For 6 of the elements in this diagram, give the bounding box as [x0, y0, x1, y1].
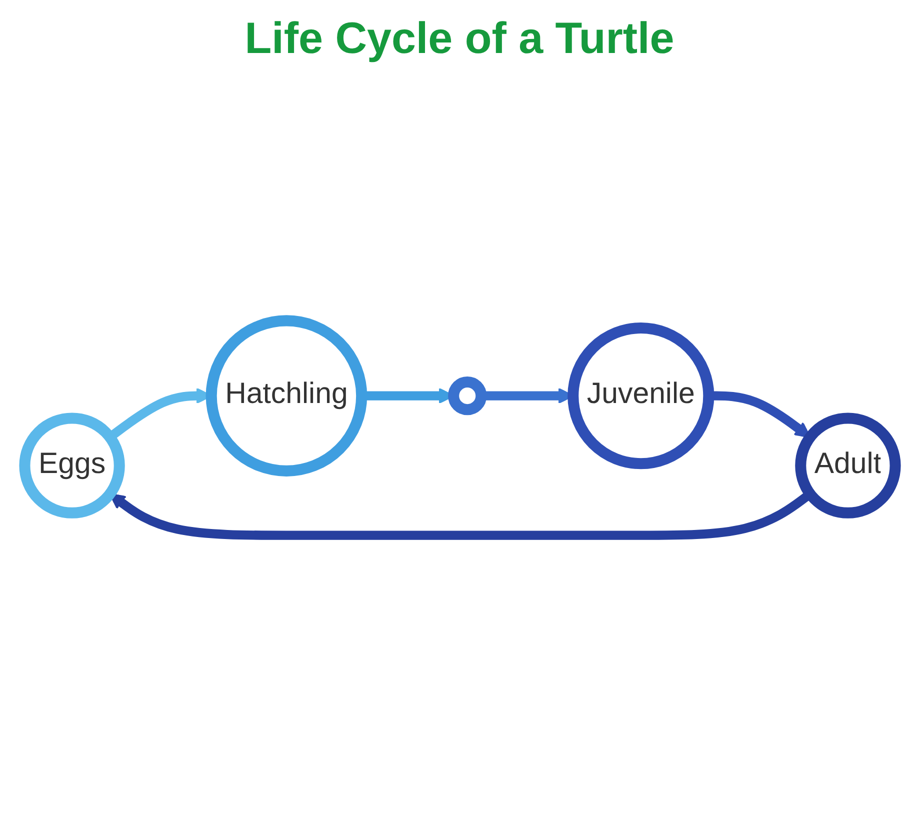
- node-circle: Eggs: [18, 412, 124, 518]
- node-circle: Adult: [794, 412, 900, 518]
- node-circle: Hatchling: [205, 315, 367, 476]
- node-circle: Juvenile: [567, 322, 714, 470]
- node-picture: [448, 376, 486, 416]
- diagram-title: Life Cycle of a Turtle: [244, 14, 676, 64]
